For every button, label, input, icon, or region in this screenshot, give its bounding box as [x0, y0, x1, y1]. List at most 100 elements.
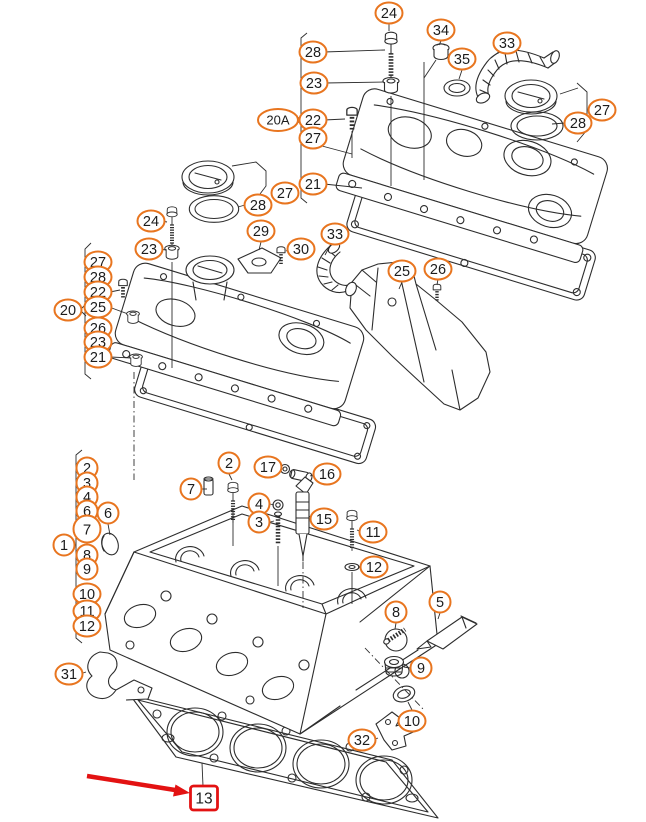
callout-label: 17 [260, 460, 276, 476]
callout-32-55[interactable]: 32 [347, 728, 377, 752]
callout-label: 30 [293, 242, 309, 258]
callout-label: 16 [319, 467, 335, 483]
callout-label: 4 [83, 490, 91, 506]
callout-10-54[interactable]: 10 [397, 709, 427, 733]
callout-label: 20 [60, 303, 76, 319]
callout-23-17[interactable]: 23 [134, 237, 164, 261]
callout-7-41[interactable]: 7 [72, 514, 102, 544]
callout-21-28[interactable]: 21 [83, 345, 113, 369]
callout-6-38[interactable]: 6 [96, 501, 120, 525]
callout-label: 27 [305, 131, 321, 147]
callout-29-15[interactable]: 29 [246, 219, 276, 243]
callout-15-39[interactable]: 15 [309, 507, 339, 531]
callout-8-50[interactable]: 8 [384, 600, 408, 624]
callout-3-40[interactable]: 3 [247, 510, 271, 534]
callout-label: 35 [454, 52, 470, 68]
callout-5-48[interactable]: 5 [428, 590, 452, 614]
callout-label: 22 [305, 113, 321, 129]
callout-label: 7 [83, 521, 91, 538]
callout-label: 10 [79, 587, 95, 603]
callout-25-24[interactable]: 25 [83, 295, 113, 319]
callout-label: 7 [187, 482, 195, 498]
upper-valve-cover-drawing [335, 88, 608, 263]
callout-25-21[interactable]: 25 [387, 259, 417, 283]
baffle-plate-drawing [349, 261, 491, 411]
callout-label: 26 [430, 262, 446, 278]
highlight-arrow [86, 773, 190, 797]
callout-label: 6 [104, 506, 112, 522]
callout-label: 25 [90, 300, 106, 316]
callout-label: 24 [381, 6, 397, 22]
callout-20A-7[interactable]: 20A [257, 108, 299, 132]
callout-label: 10 [404, 714, 420, 730]
callout-label: 27 [277, 186, 293, 202]
callout-label: 9 [417, 661, 425, 677]
callout-label: 3 [83, 476, 91, 492]
callout-label: 4 [255, 497, 263, 513]
callout-35-4[interactable]: 35 [447, 47, 477, 71]
callout-7-34[interactable]: 7 [179, 477, 203, 501]
callout-28-13[interactable]: 28 [243, 193, 273, 217]
callout-2-29[interactable]: 2 [217, 451, 241, 475]
callout-33-2[interactable]: 33 [492, 31, 522, 55]
callout-31-53[interactable]: 31 [54, 662, 84, 686]
callout-28-9[interactable]: 28 [563, 111, 593, 135]
callout-24-0[interactable]: 24 [374, 1, 404, 25]
cylinder-head-gasket-drawing [129, 694, 439, 819]
callout-label: 33 [327, 227, 343, 243]
callout-label: 5 [436, 595, 444, 611]
highlighted-callout-13[interactable]: 13 [189, 784, 219, 812]
callout-label: 31 [61, 667, 77, 683]
mid-cover-bolt-drawing [116, 277, 130, 300]
callout-label: 28 [250, 198, 266, 214]
callout-26-20[interactable]: 26 [423, 257, 453, 281]
assembly-axis-lines [133, 62, 425, 711]
mid-cover-grommet2-drawing [129, 353, 143, 367]
callout-16-32[interactable]: 16 [312, 462, 342, 486]
callout-label: 34 [433, 23, 449, 39]
callout-label: 8 [83, 548, 91, 564]
callout-17-30[interactable]: 17 [253, 455, 283, 479]
callout-label: 21 [90, 350, 106, 366]
callout-27-12[interactable]: 27 [270, 181, 300, 205]
callout-12-51[interactable]: 12 [72, 614, 102, 638]
callout-label: 12 [79, 619, 95, 635]
callout-label: 29 [253, 224, 269, 240]
mid-cover-grommet-drawing [126, 310, 140, 324]
callout-22-8[interactable]: 22 [298, 108, 328, 132]
highlighted-callout-label: 13 [195, 791, 212, 808]
callout-30-18[interactable]: 30 [286, 237, 316, 261]
cylinder-head-drawing [104, 505, 439, 735]
callout-label: 23 [306, 76, 322, 92]
callout-33-16[interactable]: 33 [320, 222, 350, 246]
callout-label: 2 [225, 456, 233, 472]
callout-label: 9 [83, 562, 91, 578]
callout-28-3[interactable]: 28 [298, 40, 328, 64]
callout-27-10[interactable]: 27 [298, 126, 328, 150]
callout-9-52[interactable]: 9 [409, 656, 433, 680]
callout-label: 24 [143, 214, 159, 230]
callout-label: 2 [83, 461, 91, 477]
callout-label: 15 [316, 512, 332, 528]
callout-11-42[interactable]: 11 [358, 520, 388, 544]
callout-label: 12 [366, 560, 382, 576]
callout-27-6[interactable]: 27 [587, 98, 617, 122]
callout-34-1[interactable]: 34 [426, 18, 456, 42]
callout-label: 6 [83, 504, 91, 520]
callout-24-14[interactable]: 24 [136, 209, 166, 233]
callout-label: 1 [60, 538, 68, 554]
callout-12-45[interactable]: 12 [359, 555, 389, 579]
callout-label: 27 [594, 103, 610, 119]
callout-label: 32 [354, 733, 370, 749]
callout-label: 11 [365, 525, 380, 541]
callout-23-5[interactable]: 23 [299, 71, 329, 95]
callout-label: 28 [305, 45, 321, 61]
mid-valve-cover-drawing [108, 255, 365, 427]
callout-20-25[interactable]: 20 [53, 298, 83, 322]
callout-9-46[interactable]: 9 [75, 557, 99, 581]
callout-label: 20A [266, 113, 289, 128]
callout-1-43[interactable]: 1 [52, 533, 76, 557]
callout-21-11[interactable]: 21 [298, 172, 328, 196]
